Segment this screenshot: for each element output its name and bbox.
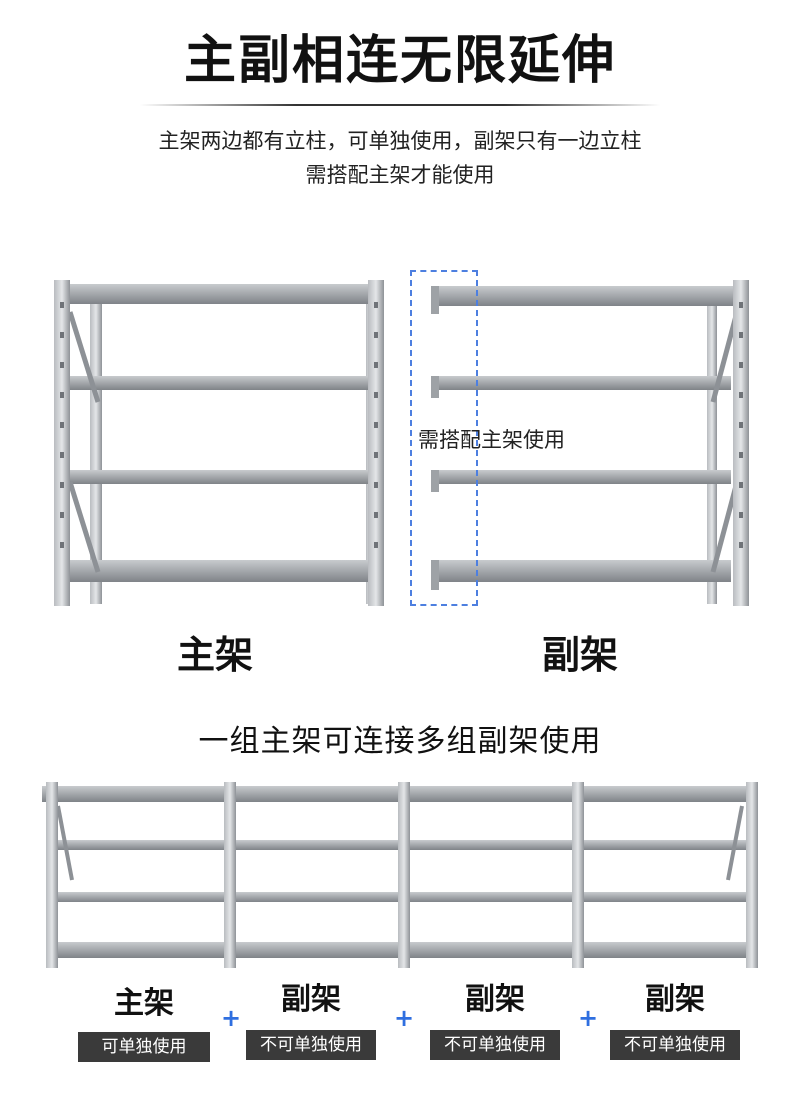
combo-heading: 一组主架可连接多组副架使用	[198, 724, 602, 759]
missing-post-highlight	[410, 270, 478, 606]
unit-tag: 不可单独使用	[610, 1030, 740, 1060]
unit-name: 副架	[281, 982, 341, 1017]
unit-1: 主架 可单独使用	[78, 978, 210, 1062]
subtitle-line-2: 需搭配主架才能使用	[305, 163, 495, 187]
unit-tag: 不可单独使用	[430, 1030, 560, 1060]
unit-4: 副架 不可单独使用	[610, 974, 740, 1060]
unit-tag: 可单独使用	[78, 1032, 210, 1062]
aux-note: 需搭配主架使用	[418, 428, 565, 452]
subtitle-line-1: 主架两边都有立柱，可单独使用，副架只有一边立柱	[158, 129, 642, 153]
aux-shelf-label: 副架	[541, 633, 618, 677]
plus-icon: +	[394, 1004, 415, 1032]
unit-tag: 不可单独使用	[246, 1030, 376, 1060]
plus-icon: +	[578, 1004, 599, 1032]
combined-shelf-illustration	[42, 782, 758, 968]
main-shelf-illustration	[54, 280, 384, 606]
main-shelf-label: 主架	[176, 633, 253, 677]
aux-shelf-illustration	[431, 280, 749, 606]
page-title: 主副相连无限延伸	[183, 31, 616, 91]
unit-3: 副架 不可单独使用	[430, 974, 560, 1060]
title-divider	[140, 104, 660, 106]
unit-2: 副架 不可单独使用	[246, 974, 376, 1060]
unit-name: 副架	[465, 982, 525, 1017]
unit-name: 副架	[645, 982, 705, 1017]
plus-icon: +	[221, 1004, 242, 1032]
subtitle: 主架两边都有立柱，可单独使用，副架只有一边立柱 需搭配主架才能使用	[0, 124, 800, 192]
unit-name: 主架	[114, 986, 174, 1021]
